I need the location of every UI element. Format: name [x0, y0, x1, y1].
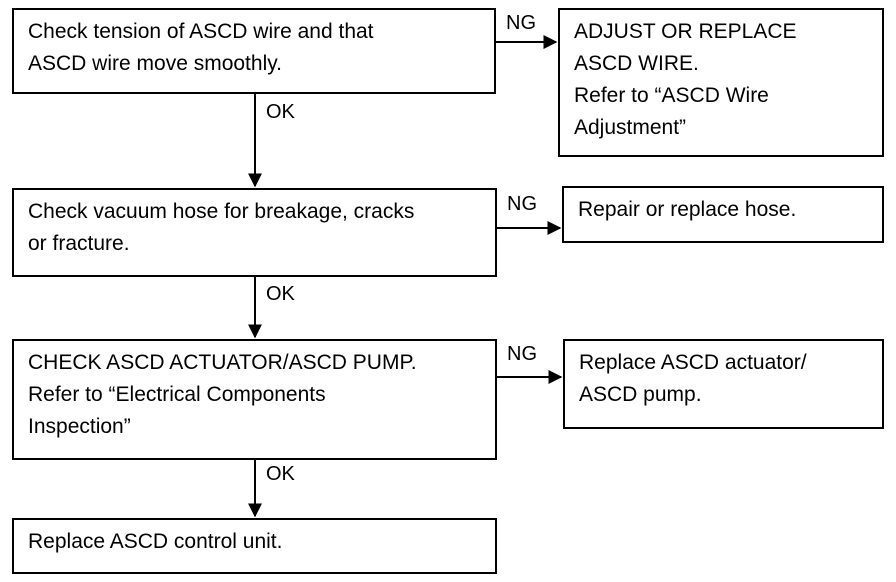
ok-label-3: OK — [266, 463, 295, 485]
remedy-text: ASCD pump. — [579, 383, 702, 406]
step-text: Check tension of ASCD wire and that — [28, 20, 374, 43]
step-text: Inspection” — [28, 415, 131, 438]
step-box-control-unit: Replace ASCD control unit. — [12, 518, 497, 574]
remedy-box-replace-actuator: Replace ASCD actuator/ ASCD pump. — [563, 339, 884, 429]
remedy-box-repair-hose: Repair or replace hose. — [562, 186, 884, 243]
ok-label-1: OK — [266, 101, 295, 123]
remedy-text: Replace ASCD actuator/ — [579, 351, 807, 374]
ng-label-1: NG — [506, 12, 536, 34]
step-box-vacuum-hose: Check vacuum hose for breakage, cracks o… — [12, 188, 497, 277]
step-box-actuator-pump: CHECK ASCD ACTUATOR/ASCD PUMP. Refer to … — [12, 339, 497, 460]
ng-label-2: NG — [507, 193, 537, 215]
step-box-wire-tension: Check tension of ASCD wire and that ASCD… — [12, 8, 496, 94]
remedy-text: Refer to “ASCD Wire — [574, 84, 769, 107]
ok-label-2: OK — [266, 283, 295, 305]
remedy-text: Repair or replace hose. — [578, 198, 797, 221]
step-text: ASCD wire move smoothly. — [28, 52, 283, 75]
step-text: Check vacuum hose for breakage, cracks — [28, 200, 415, 223]
step-text: Replace ASCD control unit. — [28, 530, 283, 553]
remedy-box-adjust-wire: ADJUST OR REPLACE ASCD WIRE. Refer to “A… — [558, 8, 884, 157]
remedy-text: ASCD WIRE. — [574, 52, 699, 75]
remedy-text: Adjustment” — [574, 116, 687, 139]
remedy-text: ADJUST OR REPLACE — [574, 20, 797, 43]
step-text: Refer to “Electrical Components — [28, 383, 326, 406]
ng-label-3: NG — [507, 343, 537, 365]
step-text: or fracture. — [28, 232, 130, 255]
step-text: CHECK ASCD ACTUATOR/ASCD PUMP. — [28, 351, 417, 374]
